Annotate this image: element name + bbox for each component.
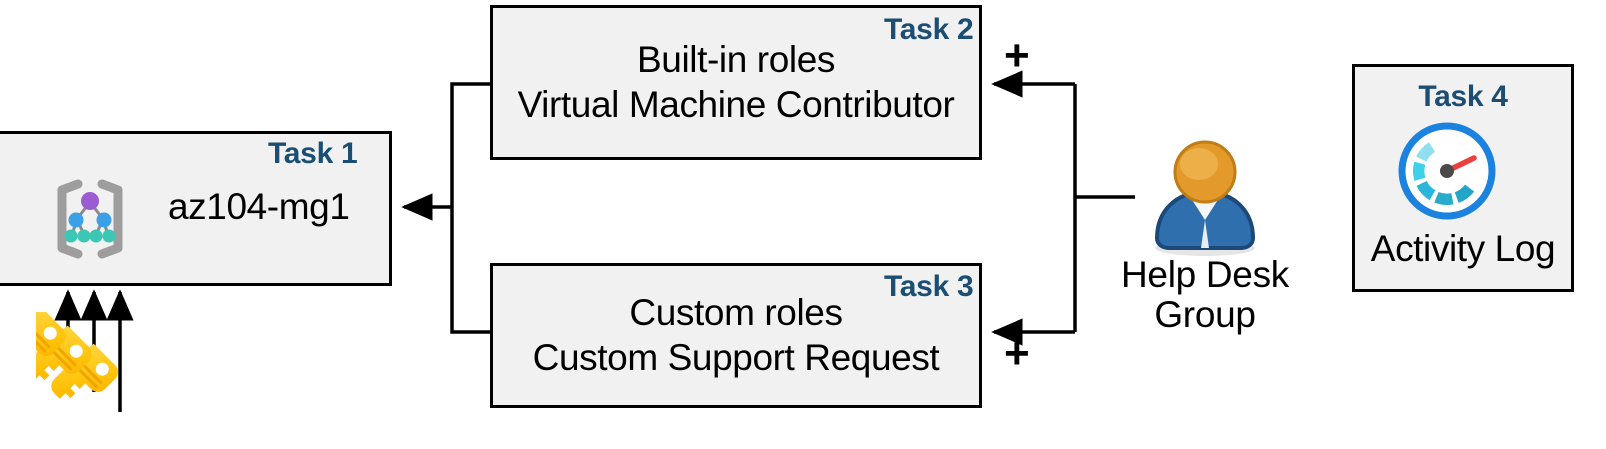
- task-4-text: Activity Log: [1370, 228, 1556, 269]
- actor-caption: Help Desk Group: [1085, 255, 1325, 335]
- user-group-icon: [1135, 138, 1275, 258]
- keys-icon: [0, 307, 156, 449]
- task-1-text: az104-mg1: [168, 186, 350, 227]
- task-3-label: Task 3: [884, 270, 974, 303]
- task-3-box[interactable]: [490, 263, 982, 408]
- actor-caption-line1: Help Desk: [1121, 254, 1289, 295]
- task-3-text-line1: Custom roles: [629, 292, 843, 333]
- actor-caption-line2: Group: [1154, 293, 1256, 335]
- activity-log-gauge-icon: [1397, 121, 1497, 221]
- task-2-text-line2: Virtual Machine Contributor: [517, 84, 955, 125]
- task-4-label: Task 4: [1418, 80, 1508, 113]
- plus-sign-bottom: +: [1004, 329, 1030, 378]
- task-2-label: Task 2: [884, 13, 974, 46]
- plus-sign-top: +: [1004, 31, 1030, 80]
- task-1-box[interactable]: [0, 131, 392, 286]
- task-3-text-line2: Custom Support Request: [532, 337, 940, 378]
- task-1-label: Task 1: [268, 137, 358, 170]
- task-2-box[interactable]: [490, 5, 982, 160]
- task-2-text-line1: Built-in roles: [637, 39, 835, 80]
- management-group-icon: [48, 178, 132, 260]
- left-bracket-line: [450, 82, 490, 334]
